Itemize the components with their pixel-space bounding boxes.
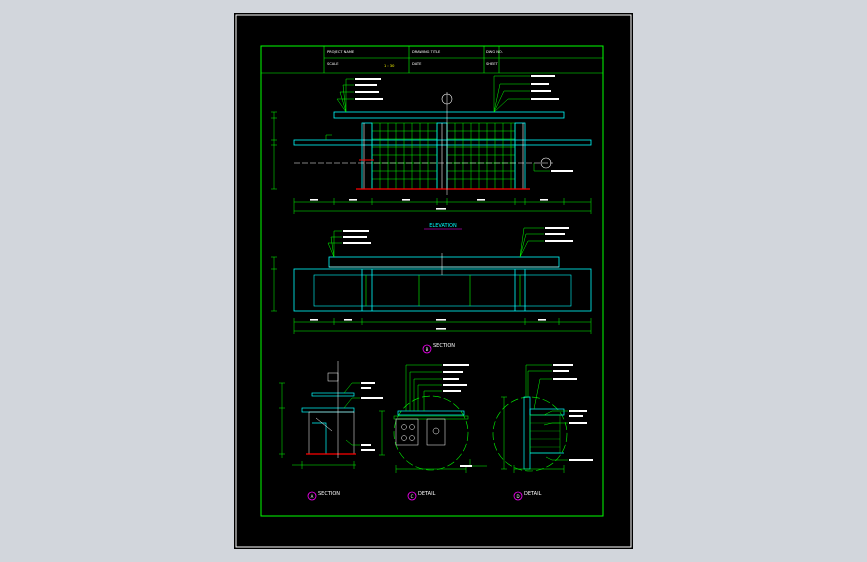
project-label: PROJECT NAME [327, 50, 355, 54]
drawing-frame [260, 45, 604, 517]
detail-c-marker-circle [407, 491, 417, 501]
date-label: DATE [412, 62, 422, 66]
detail-c-marker: C [411, 494, 414, 499]
scale-value: 1 : 30 [384, 64, 395, 68]
section-b-marker-circle [422, 344, 432, 354]
section-b-title: SECTION [433, 343, 455, 349]
number-label: DWG NO. [486, 50, 503, 54]
section-a-marker-circle [307, 491, 317, 501]
section-a-marker: A [311, 494, 314, 499]
section-a-view [279, 361, 383, 469]
section-b-view [271, 227, 592, 334]
detail-c-view [379, 364, 487, 473]
drawing-label: DRAWING TITLE [412, 50, 441, 54]
title-block [261, 46, 603, 74]
sheet-label: SHEET [486, 62, 499, 66]
elevation-title: ELEVATION [429, 223, 457, 229]
detail-d-marker-circle [513, 491, 523, 501]
elevation-dimensions [271, 111, 592, 214]
scale-label: SCALE [327, 62, 339, 66]
grid-panel-left [371, 122, 438, 190]
sheet-border [235, 14, 632, 548]
section-a-title: SECTION [318, 491, 340, 497]
drawing-canvas: PROJECT NAME SCALE 1 : 30 DRAWING TITLE … [235, 14, 632, 548]
detail-d-title: DETAIL [524, 491, 542, 497]
section-b-marker: B [426, 347, 429, 352]
detail-d-view [492, 364, 593, 473]
drawing-sheet[interactable]: PROJECT NAME SCALE 1 : 30 DRAWING TITLE … [234, 13, 633, 549]
detail-d-marker: D [516, 494, 519, 499]
detail-c-title: DETAIL [418, 491, 436, 497]
grid-panel-right [446, 122, 516, 190]
elevation-view [271, 75, 592, 214]
section-b-dimensions [271, 256, 592, 334]
